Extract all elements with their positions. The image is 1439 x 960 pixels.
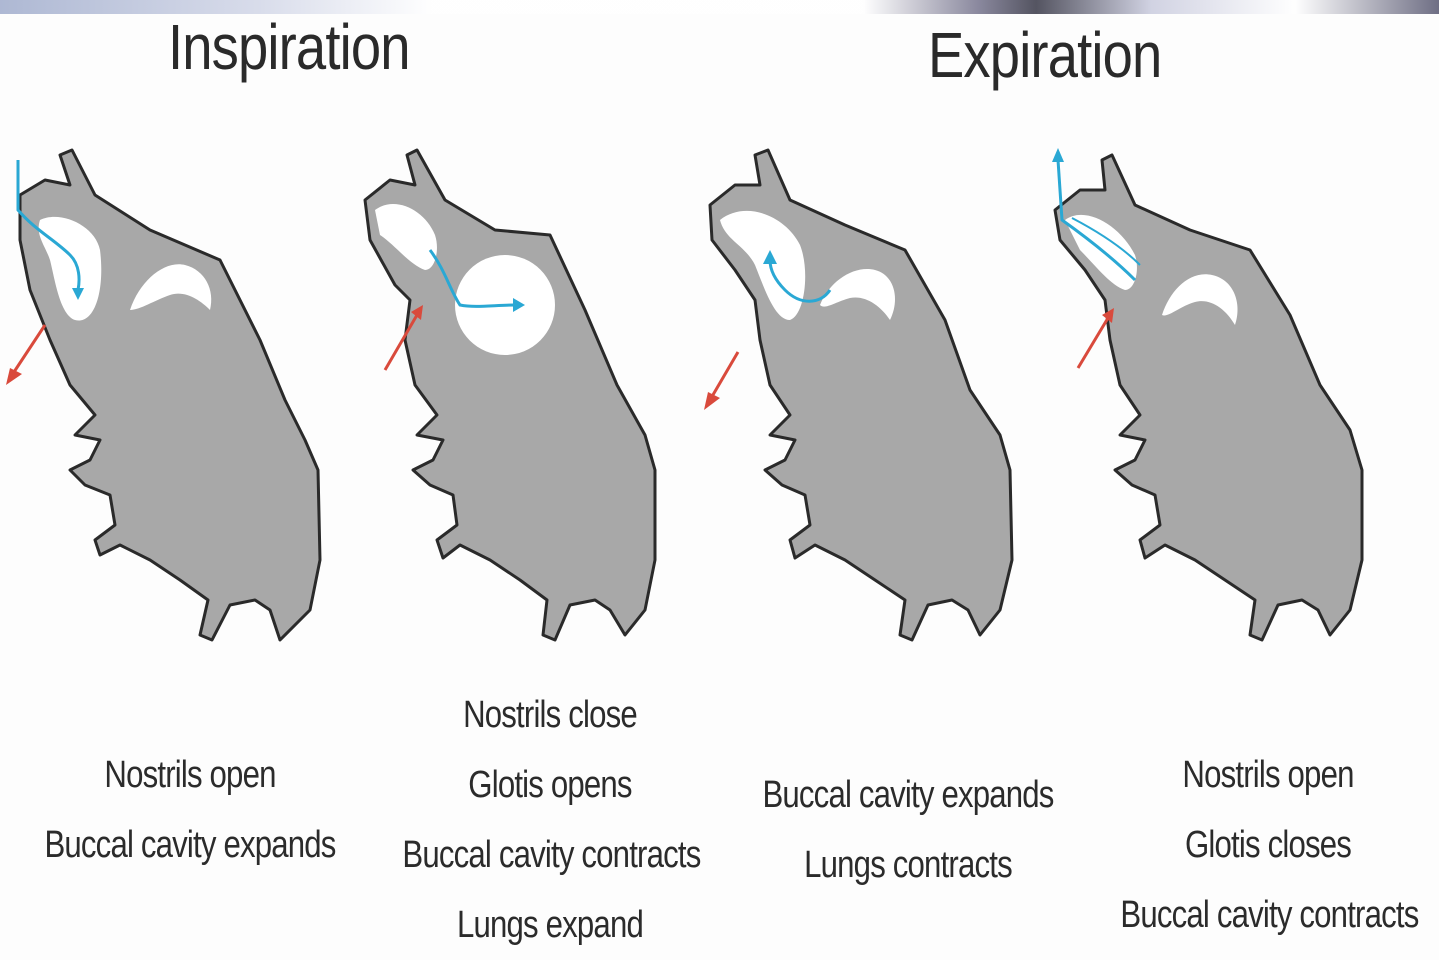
caption-line: Nostrils open (42, 740, 337, 810)
caption-line: Glotis opens (402, 750, 697, 820)
frog-stage-4 (1050, 140, 1390, 660)
nostril-arrowhead (704, 392, 720, 410)
caption-line: Glotis closes (1120, 810, 1415, 880)
caption-line: Buccal cavity expands (42, 810, 337, 880)
frog-illustration-1 (0, 140, 340, 660)
frog-stage-1 (0, 140, 340, 660)
frog-stage-3 (700, 140, 1040, 660)
caption-line: Nostrils open (1120, 740, 1415, 810)
caption-stage-4: Nostrils open Glotis closes Buccal cavit… (1120, 740, 1415, 950)
caption-line: Lungs expand (402, 890, 697, 960)
frog-illustration-2 (355, 140, 695, 660)
caption-line: Buccal cavity expands (760, 760, 1055, 830)
caption-stage-1: Nostrils open Buccal cavity expands (42, 740, 337, 880)
nostril-arrow (710, 352, 738, 400)
air-arrow (1052, 148, 1064, 162)
caption-stage-3: Buccal cavity expands Lungs contracts (760, 760, 1055, 900)
nostril-arrow (12, 325, 45, 375)
caption-line: Buccal cavity contracts (402, 820, 697, 890)
frog-illustration-4 (1050, 140, 1390, 660)
frog-illustration-3 (700, 140, 1040, 660)
caption-line: Lungs contracts (760, 830, 1055, 900)
nostril-arrowhead (6, 368, 22, 385)
frog-stage-2 (355, 140, 695, 660)
caption-stage-2: Nostrils close Glotis opens Buccal cavit… (402, 680, 697, 960)
inspiration-heading: Inspiration (168, 10, 410, 84)
caption-line: Nostrils close (402, 680, 697, 750)
caption-line: Buccal cavity contracts (1120, 880, 1415, 950)
nostril-arrow (1078, 318, 1108, 368)
expiration-heading: Expiration (928, 18, 1161, 92)
